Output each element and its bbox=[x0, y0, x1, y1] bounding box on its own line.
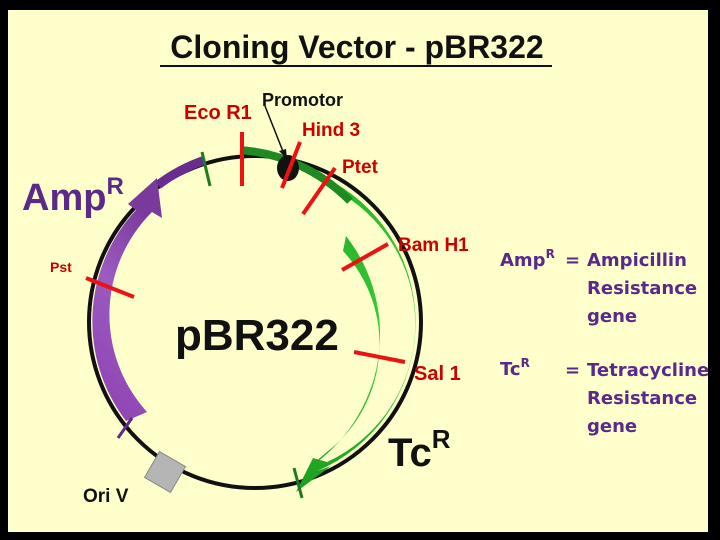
amp-gene-upper bbox=[158, 160, 205, 185]
pst-label: Pst bbox=[50, 259, 72, 275]
legend-tc-line3: gene bbox=[587, 416, 637, 437]
legend-amp-line1: Ampicillin bbox=[587, 250, 687, 271]
amp-r-sup: R bbox=[106, 173, 123, 200]
legend-tc-key-base: Tc bbox=[500, 359, 521, 380]
sal-1-label: Sal 1 bbox=[414, 363, 461, 385]
amp-r-label: AmpR bbox=[22, 173, 124, 219]
hind-3-label: Hind 3 bbox=[302, 120, 360, 141]
legend-amp-key-sup: R bbox=[546, 247, 555, 261]
amp-r-base: Amp bbox=[22, 177, 106, 219]
legend-amp-key: AmpR bbox=[500, 247, 555, 271]
sal-1-site bbox=[354, 352, 405, 362]
promotor-arrow bbox=[265, 106, 284, 154]
legend-amp-key-base: Amp bbox=[500, 250, 546, 271]
tc-r-label: TcR bbox=[388, 424, 451, 475]
ptet-label: Ptet bbox=[342, 157, 379, 178]
legend-tc-line2: Resistance bbox=[587, 388, 697, 409]
legend-amp-eq: = bbox=[565, 250, 580, 271]
legend-amp-line2: Resistance bbox=[587, 278, 697, 299]
ori-v-label: Ori V bbox=[83, 486, 129, 507]
tc-r-base: Tc bbox=[388, 431, 432, 475]
legend-tc-eq: = bbox=[565, 360, 580, 381]
bam-h1-label: Bam H1 bbox=[398, 235, 469, 256]
ori-v-box bbox=[145, 452, 186, 493]
marker-tick-top bbox=[202, 152, 210, 186]
legend-amp-line3: gene bbox=[587, 306, 637, 327]
eco-r1-label: Eco R1 bbox=[184, 102, 252, 124]
promotor-label: Promotor bbox=[262, 90, 343, 110]
page-title: Cloning Vector - pBR322 bbox=[170, 29, 543, 65]
legend-tc-line1: Tetracycline bbox=[587, 360, 709, 381]
legend-tc-key-sup: R bbox=[521, 356, 530, 370]
plasmid-name: pBR322 bbox=[175, 311, 339, 360]
tc-r-sup: R bbox=[432, 424, 451, 454]
legend-tc-key: TcR bbox=[500, 356, 530, 380]
